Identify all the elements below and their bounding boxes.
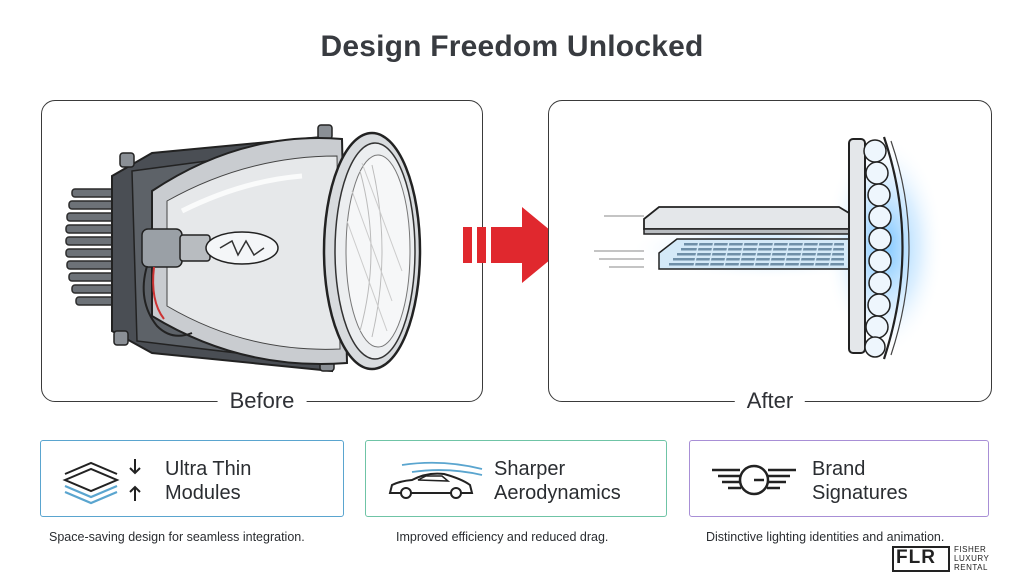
feature-title: Brand Signatures <box>812 458 908 504</box>
feature-title: Sharper Aerodynamics <box>494 458 621 504</box>
thin-led-module-illustration <box>594 136 944 360</box>
red-arrow-right-icon <box>463 207 568 283</box>
feature-card-aerodynamics: Sharper Aerodynamics <box>365 440 667 517</box>
motion-lines <box>594 215 644 268</box>
car-airflow-icon <box>388 461 483 499</box>
feature-card-brand-signatures: Brand Signatures <box>689 440 989 517</box>
feature-title: Ultra Thin Modules <box>165 458 252 504</box>
page-title: Design Freedom Unlocked <box>320 30 704 63</box>
before-label: Before <box>217 388 307 414</box>
feature-caption: Improved efficiency and reduced drag. <box>396 530 609 544</box>
logo-mark: FLR <box>896 547 936 568</box>
stacked-layers-icon <box>62 459 141 505</box>
feature-card-ultra-thin: Ultra Thin Modules <box>40 440 344 517</box>
logo-wordmark: FISHER LUXURY RENTAL <box>954 545 990 572</box>
after-panel: After <box>548 100 992 414</box>
logo-box <box>892 546 950 572</box>
feature-caption: Distinctive lighting identities and anim… <box>706 530 945 544</box>
feature-caption: Space-saving design for seamless integra… <box>49 530 305 544</box>
before-panel: Before <box>41 100 483 414</box>
winged-emblem-icon <box>712 464 796 496</box>
halogen-headlamp-illustration <box>65 124 422 373</box>
after-label: After <box>734 388 806 414</box>
